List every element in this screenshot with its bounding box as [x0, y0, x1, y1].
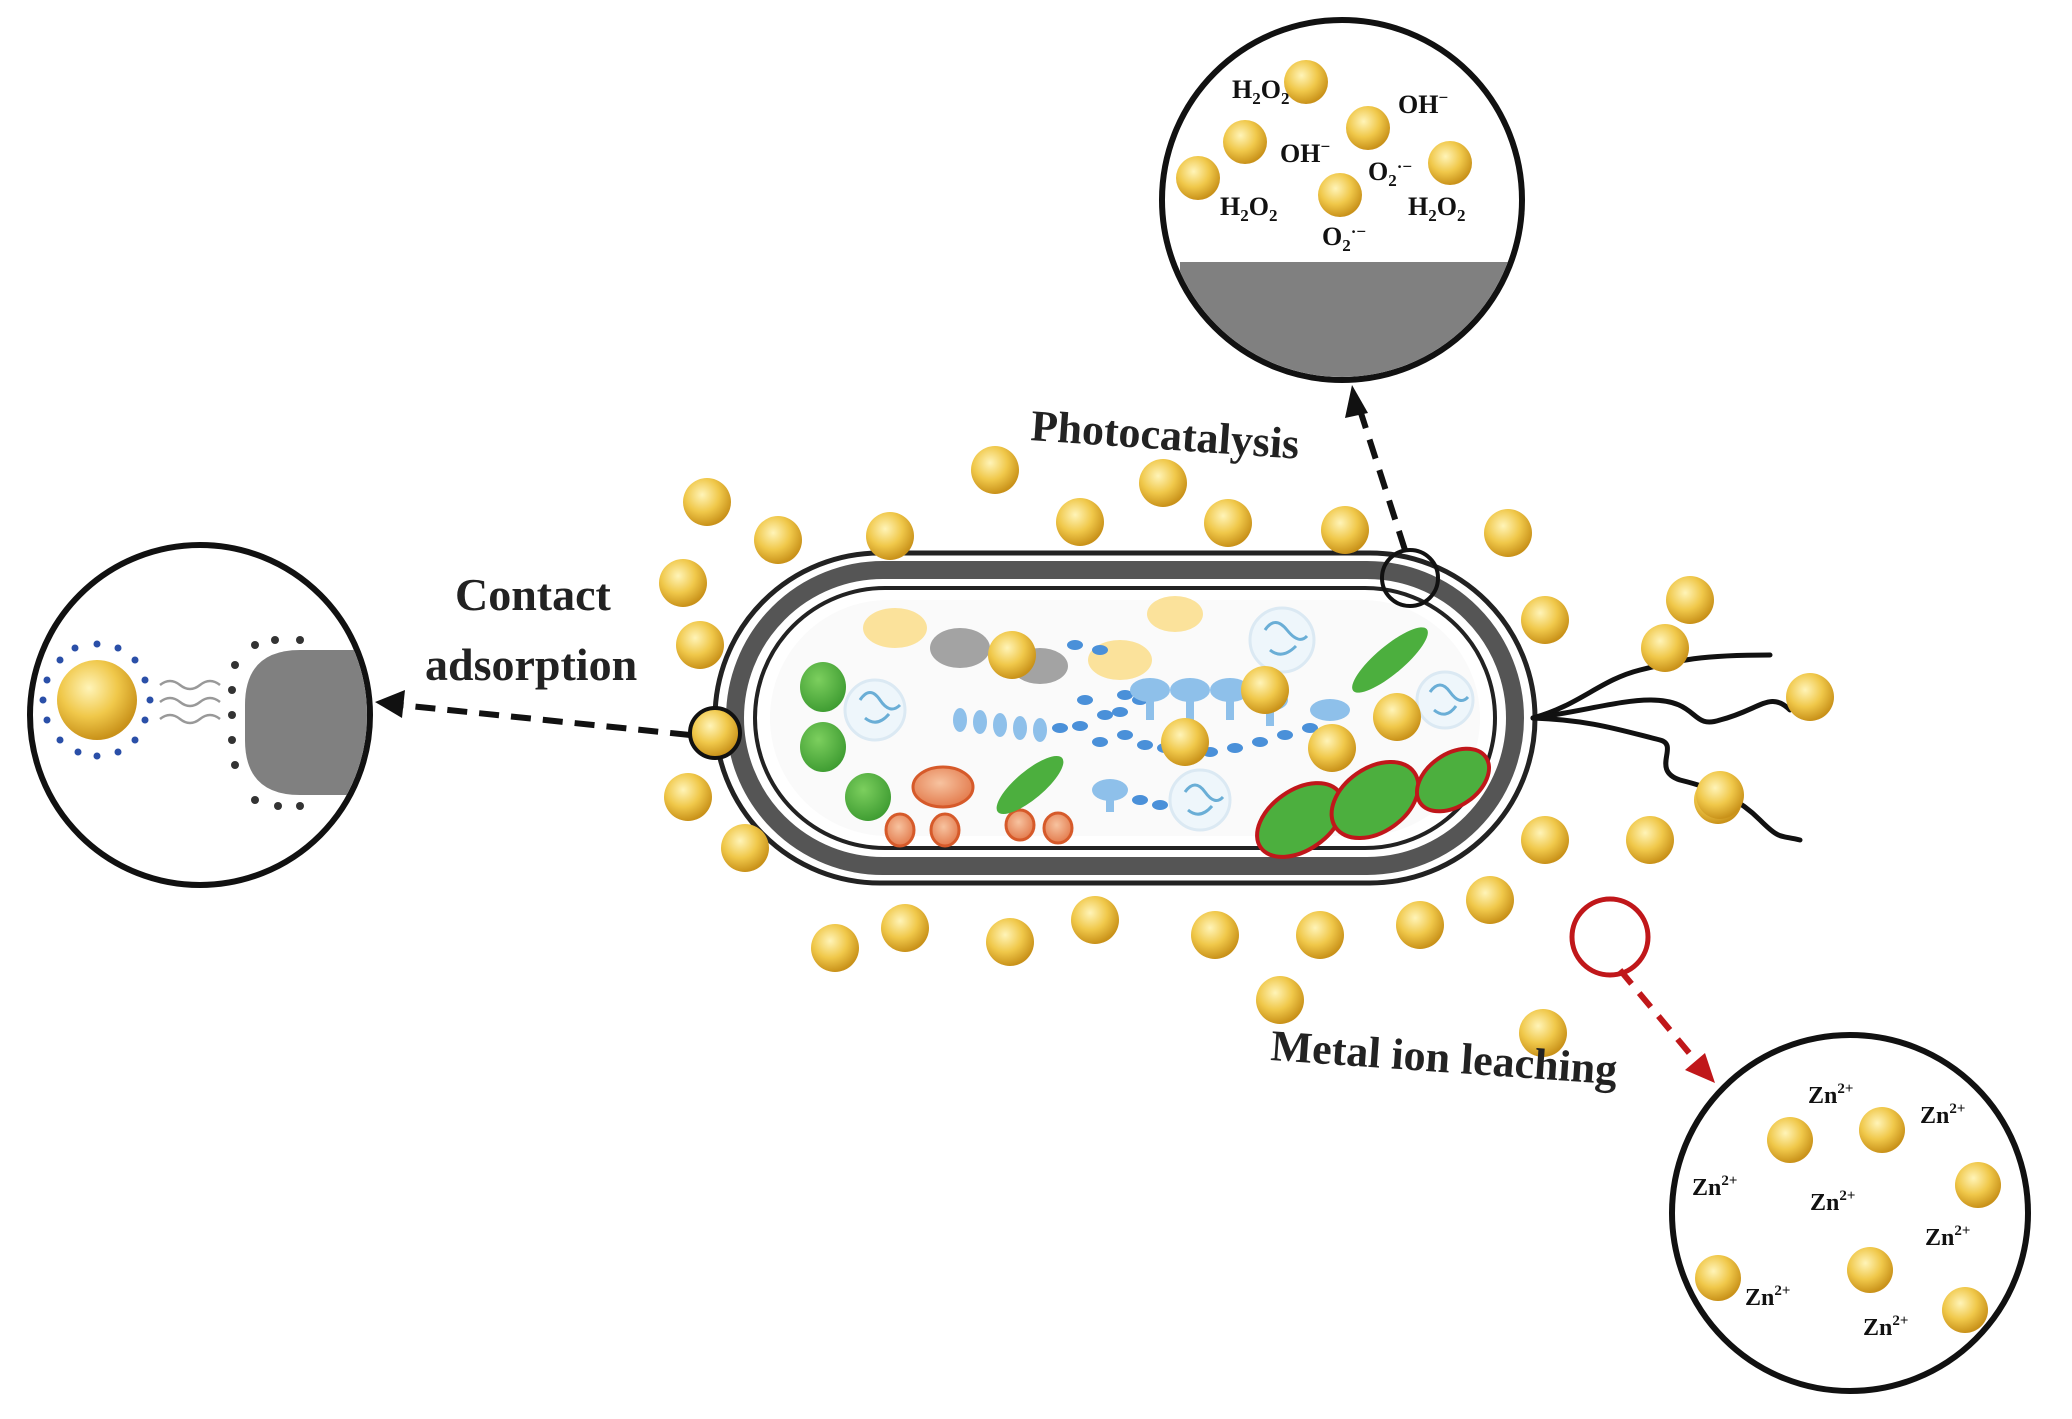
vesicle: [1147, 596, 1203, 632]
negative-charges: [39, 640, 154, 760]
zn-ion: Zn2+: [1925, 1223, 1970, 1251]
species-oh: OH−: [1398, 88, 1448, 119]
zno-particle: [1521, 596, 1569, 644]
zno-particle: [1519, 1009, 1567, 1057]
zno-particle: [1204, 499, 1252, 547]
species-oh: OH−: [1280, 137, 1330, 168]
zno-particle: [1318, 173, 1362, 217]
zno-particle: [1296, 911, 1344, 959]
zn-ion: Zn2+: [1745, 1283, 1790, 1311]
species-h2o2: H2O2: [1408, 192, 1465, 225]
zno-particle: [691, 709, 739, 757]
zno-particle: [1641, 624, 1689, 672]
vesicle: [930, 628, 990, 668]
zno-particle: [1396, 901, 1444, 949]
zno-particle: [1466, 876, 1514, 924]
photocatalysis-site-circle: [1380, 548, 1440, 608]
zno-particle: [971, 446, 1019, 494]
zno-particle: [1942, 1287, 1988, 1333]
cell-surface: [245, 650, 367, 795]
orange-granule: [1004, 808, 1036, 842]
zno-particle: [1071, 896, 1119, 944]
vesicle: [863, 608, 927, 648]
zno-particle: [1321, 506, 1369, 554]
zno-particle: [1139, 459, 1187, 507]
zno-particle: [1695, 1255, 1741, 1301]
green-rod: [996, 755, 1064, 815]
zno-particle: [1786, 673, 1834, 721]
zno-particle: [1696, 771, 1744, 819]
attraction-waves: [159, 679, 221, 725]
flagella: [1530, 652, 1803, 843]
zno-particle: [1241, 666, 1289, 714]
green-rod: [1352, 627, 1428, 693]
zno-particle: [1767, 1117, 1813, 1163]
species-h2o2: H2O2: [1232, 75, 1289, 108]
photocatalysis-inset: H2O2 OH− OH− O2·− H2O2 H2O2 O2·−: [1159, 17, 1525, 383]
zno-particle: [866, 512, 914, 560]
species-h2o2: H2O2: [1220, 192, 1277, 225]
red-outlined-body: [1414, 746, 1492, 814]
zno-particle: [659, 559, 707, 607]
zno-particle: [881, 904, 929, 952]
green-granule: [800, 662, 846, 712]
ribosome-cluster: [843, 606, 1475, 832]
contact-arrow: [375, 690, 691, 738]
contact-label-line1: Contact: [455, 569, 612, 620]
zno-particle: [1484, 509, 1532, 557]
zno-particle: [1284, 60, 1328, 104]
leaching-arrow: [1617, 968, 1715, 1083]
zno-particle: [1176, 156, 1220, 200]
zno-particle: [1847, 1247, 1893, 1293]
zno-particle: [811, 924, 859, 972]
green-granule: [845, 773, 891, 821]
cell-surface: [1180, 262, 1510, 377]
zn-ion: Zn2+: [1920, 1101, 1965, 1129]
orange-granule: [884, 812, 916, 848]
zno-particle: [1161, 718, 1209, 766]
contact-label-line2: adsorption: [425, 639, 637, 690]
species-o2-radical: O2·−: [1322, 222, 1366, 255]
zno-particle: [1223, 120, 1267, 164]
orange-granule: [911, 765, 975, 809]
zno-particle: [1373, 693, 1421, 741]
zno-particle: [1191, 911, 1239, 959]
photocatalysis-label: Photocatalysis: [1029, 401, 1301, 469]
red-outlined-body: [1329, 759, 1421, 841]
zno-particle: [1955, 1162, 2001, 1208]
zno-particle: [1666, 576, 1714, 624]
zno-particle: [754, 516, 802, 564]
zno-particle: [988, 631, 1036, 679]
zno-particle: [721, 824, 769, 872]
zno-particle: [57, 660, 137, 740]
zno-particle: [1428, 141, 1472, 185]
orange-granule: [1042, 811, 1074, 845]
orange-granule: [929, 812, 961, 848]
green-granule: [800, 722, 846, 772]
photocatalysis-arrow: [1345, 385, 1408, 551]
leaching-site-circle: [1569, 896, 1651, 978]
zno-particle: [1626, 816, 1674, 864]
zno-particle: [1256, 976, 1304, 1024]
zno-particle: [1308, 724, 1356, 772]
zno-particle: [986, 918, 1034, 966]
species-o2-radical: O2·−: [1368, 157, 1412, 190]
mushroom-proteins: [1092, 678, 1350, 812]
zno-particle: [676, 621, 724, 669]
zno-particle: [1346, 106, 1390, 150]
zno-particle: [1056, 498, 1104, 546]
zn-ion: Zn2+: [1808, 1081, 1853, 1109]
zn-ion: Zn2+: [1692, 1173, 1737, 1201]
zno-particle: [1859, 1107, 1905, 1153]
zno-particle: [664, 773, 712, 821]
zno-particle: [683, 478, 731, 526]
zn-ion: Zn2+: [1863, 1313, 1908, 1341]
surface-charges: [228, 636, 304, 810]
zno-nanoparticles: [659, 446, 1834, 1057]
zno-particle: [1521, 816, 1569, 864]
zn-ion: Zn2+: [1810, 1188, 1855, 1216]
leaching-inset: Zn2+ Zn2+ Zn2+ Zn2+ Zn2+ Zn2+ Zn2+: [1669, 1032, 2031, 1394]
contact-inset: [27, 542, 373, 888]
